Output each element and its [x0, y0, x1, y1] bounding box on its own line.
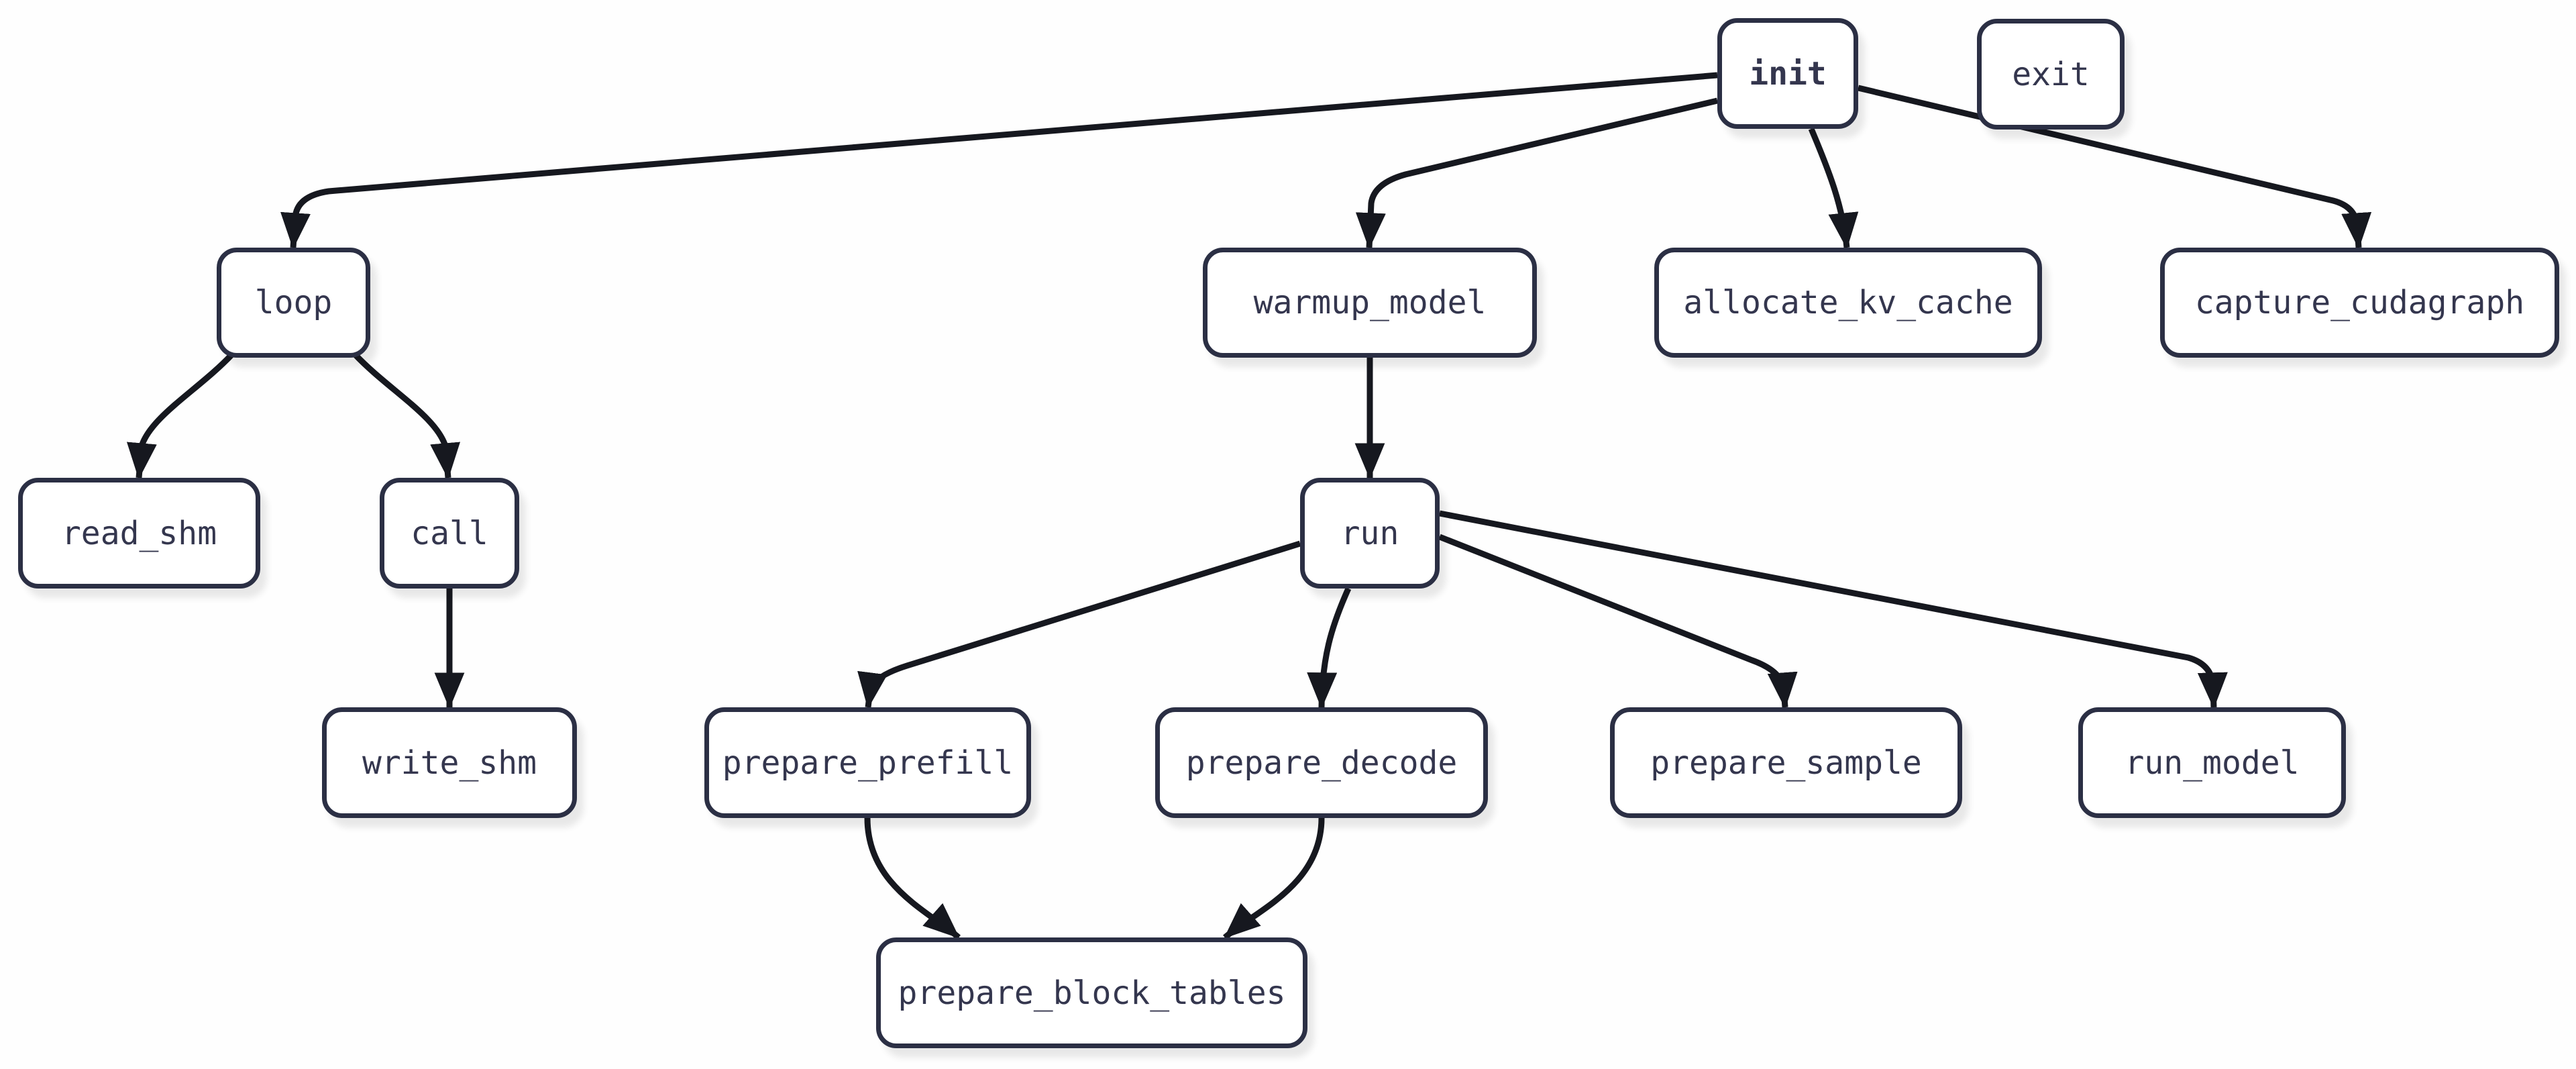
node-prepare_sample: prepare_sample — [1610, 707, 1962, 818]
node-label: allocate_kv_cache — [1683, 284, 2013, 321]
edge-init-loop — [280, 72, 1718, 250]
node-write_shm: write_shm — [322, 707, 577, 818]
node-label: read_shm — [61, 514, 217, 552]
edge-run-run_model — [1439, 510, 2228, 709]
node-label: prepare_block_tables — [898, 974, 1286, 1012]
edge-loop-read_shm — [126, 352, 235, 480]
edge-run-prepare_decode — [1307, 587, 1352, 709]
node-label: prepare_decode — [1185, 744, 1458, 782]
node-run_model: run_model — [2078, 707, 2346, 818]
node-label: warmup_model — [1253, 284, 1487, 321]
edge-init-capture_cudagraph — [1857, 85, 2372, 250]
edge-run-prepare_sample — [1438, 533, 1798, 709]
edge-loop-call — [352, 352, 461, 480]
node-label: prepare_sample — [1650, 744, 1922, 782]
node-prepare_prefill: prepare_prefill — [704, 707, 1031, 818]
node-loop: loop — [217, 248, 370, 358]
node-label: init — [1749, 54, 1827, 93]
node-allocate_kv_cache: allocate_kv_cache — [1654, 248, 2042, 358]
node-label: exit — [2012, 55, 2090, 93]
edge-init-allocate_kv_cache — [1808, 128, 1859, 250]
node-run: run — [1300, 478, 1440, 589]
node-call: call — [380, 478, 519, 589]
node-label: call — [411, 514, 488, 552]
edge-prepare_prefill-prepare_block_tables — [864, 817, 961, 940]
edge-prepare_decode-prepare_block_tables — [1223, 817, 1325, 940]
node-read_shm: read_shm — [18, 478, 260, 589]
node-label: run_model — [2125, 744, 2300, 782]
node-label: prepare_prefill — [722, 744, 1014, 782]
node-prepare_block_tables: prepare_block_tables — [876, 937, 1307, 1048]
node-prepare_decode: prepare_decode — [1155, 707, 1488, 818]
node-warmup_model: warmup_model — [1203, 248, 1537, 358]
edge-init-warmup_model — [1355, 97, 1719, 250]
edge-group — [126, 72, 2372, 940]
node-exit: exit — [1977, 19, 2125, 130]
node-label: loop — [254, 284, 333, 321]
node-capture_cudagraph: capture_cudagraph — [2160, 248, 2559, 358]
node-init: init — [1717, 18, 1858, 129]
node-label: capture_cudagraph — [2194, 284, 2525, 321]
edge-run-prepare_prefill — [857, 540, 1301, 709]
node-label: run — [1340, 514, 1399, 552]
node-label: write_shm — [362, 744, 537, 782]
